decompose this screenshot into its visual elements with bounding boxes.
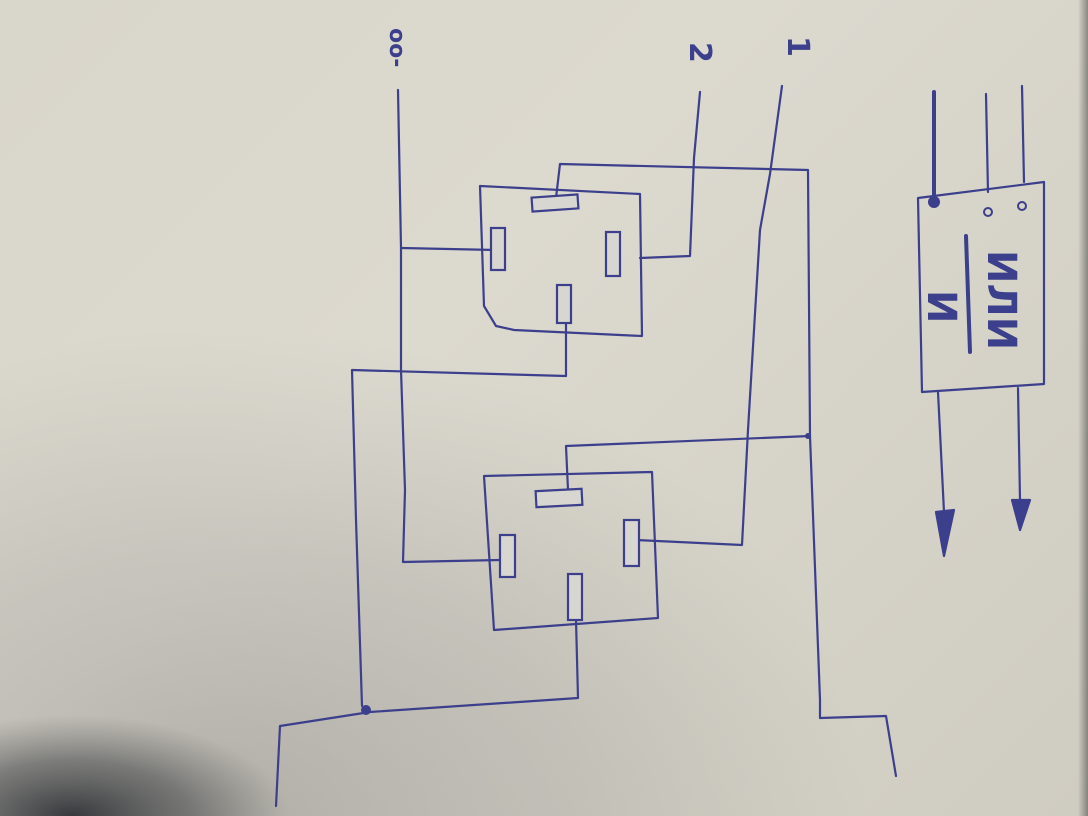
relay1-output-wire	[350, 320, 568, 708]
common-wire	[396, 88, 502, 564]
logic-input-dot-a	[928, 196, 940, 208]
output-junction-dot	[361, 705, 371, 715]
relay-1-pin-right	[604, 230, 622, 278]
relay-1-pin-bottom	[555, 283, 573, 325]
logic-label-divider	[964, 234, 972, 354]
relay-1-body	[478, 184, 644, 338]
relay-2-pin-top	[534, 487, 584, 509]
relay2-top-pin-wire	[564, 434, 812, 492]
logic-input-wire-c	[1020, 84, 1026, 184]
logic-output-wire-b	[1016, 386, 1022, 502]
input2-wire	[638, 90, 702, 260]
logic-output-arrow-b	[1010, 498, 1032, 532]
input1-wire	[634, 84, 784, 547]
logic-output-wire-a	[936, 390, 946, 514]
top-pin-wire	[554, 162, 898, 778]
relay-2-body	[482, 470, 660, 632]
relay-2-pin-bottom	[566, 572, 584, 622]
logic-block-body	[916, 180, 1046, 394]
logic-label-and: И	[918, 290, 964, 323]
paper-edge-shadow	[1078, 0, 1088, 816]
relay2-output-wire	[274, 618, 580, 808]
logic-label-or: ИЛИ	[978, 250, 1024, 350]
logic-input-dot-c	[1017, 201, 1027, 211]
junction-dot	[805, 433, 811, 439]
terminal-label-common: oо-	[384, 28, 409, 67]
relay-2-pin-left	[498, 533, 517, 579]
logic-output-arrow-a	[934, 508, 956, 558]
common-to-relay1-pin	[399, 246, 498, 252]
relay-2-pin-right	[622, 518, 641, 568]
relay-1-pin-top	[530, 193, 580, 213]
logic-input-dot-b	[983, 207, 993, 217]
logic-input-wire-b	[984, 92, 990, 194]
terminal-label-2: 2	[682, 42, 717, 63]
relay-1-pin-left	[489, 226, 507, 272]
terminal-label-1: 1	[780, 36, 815, 57]
